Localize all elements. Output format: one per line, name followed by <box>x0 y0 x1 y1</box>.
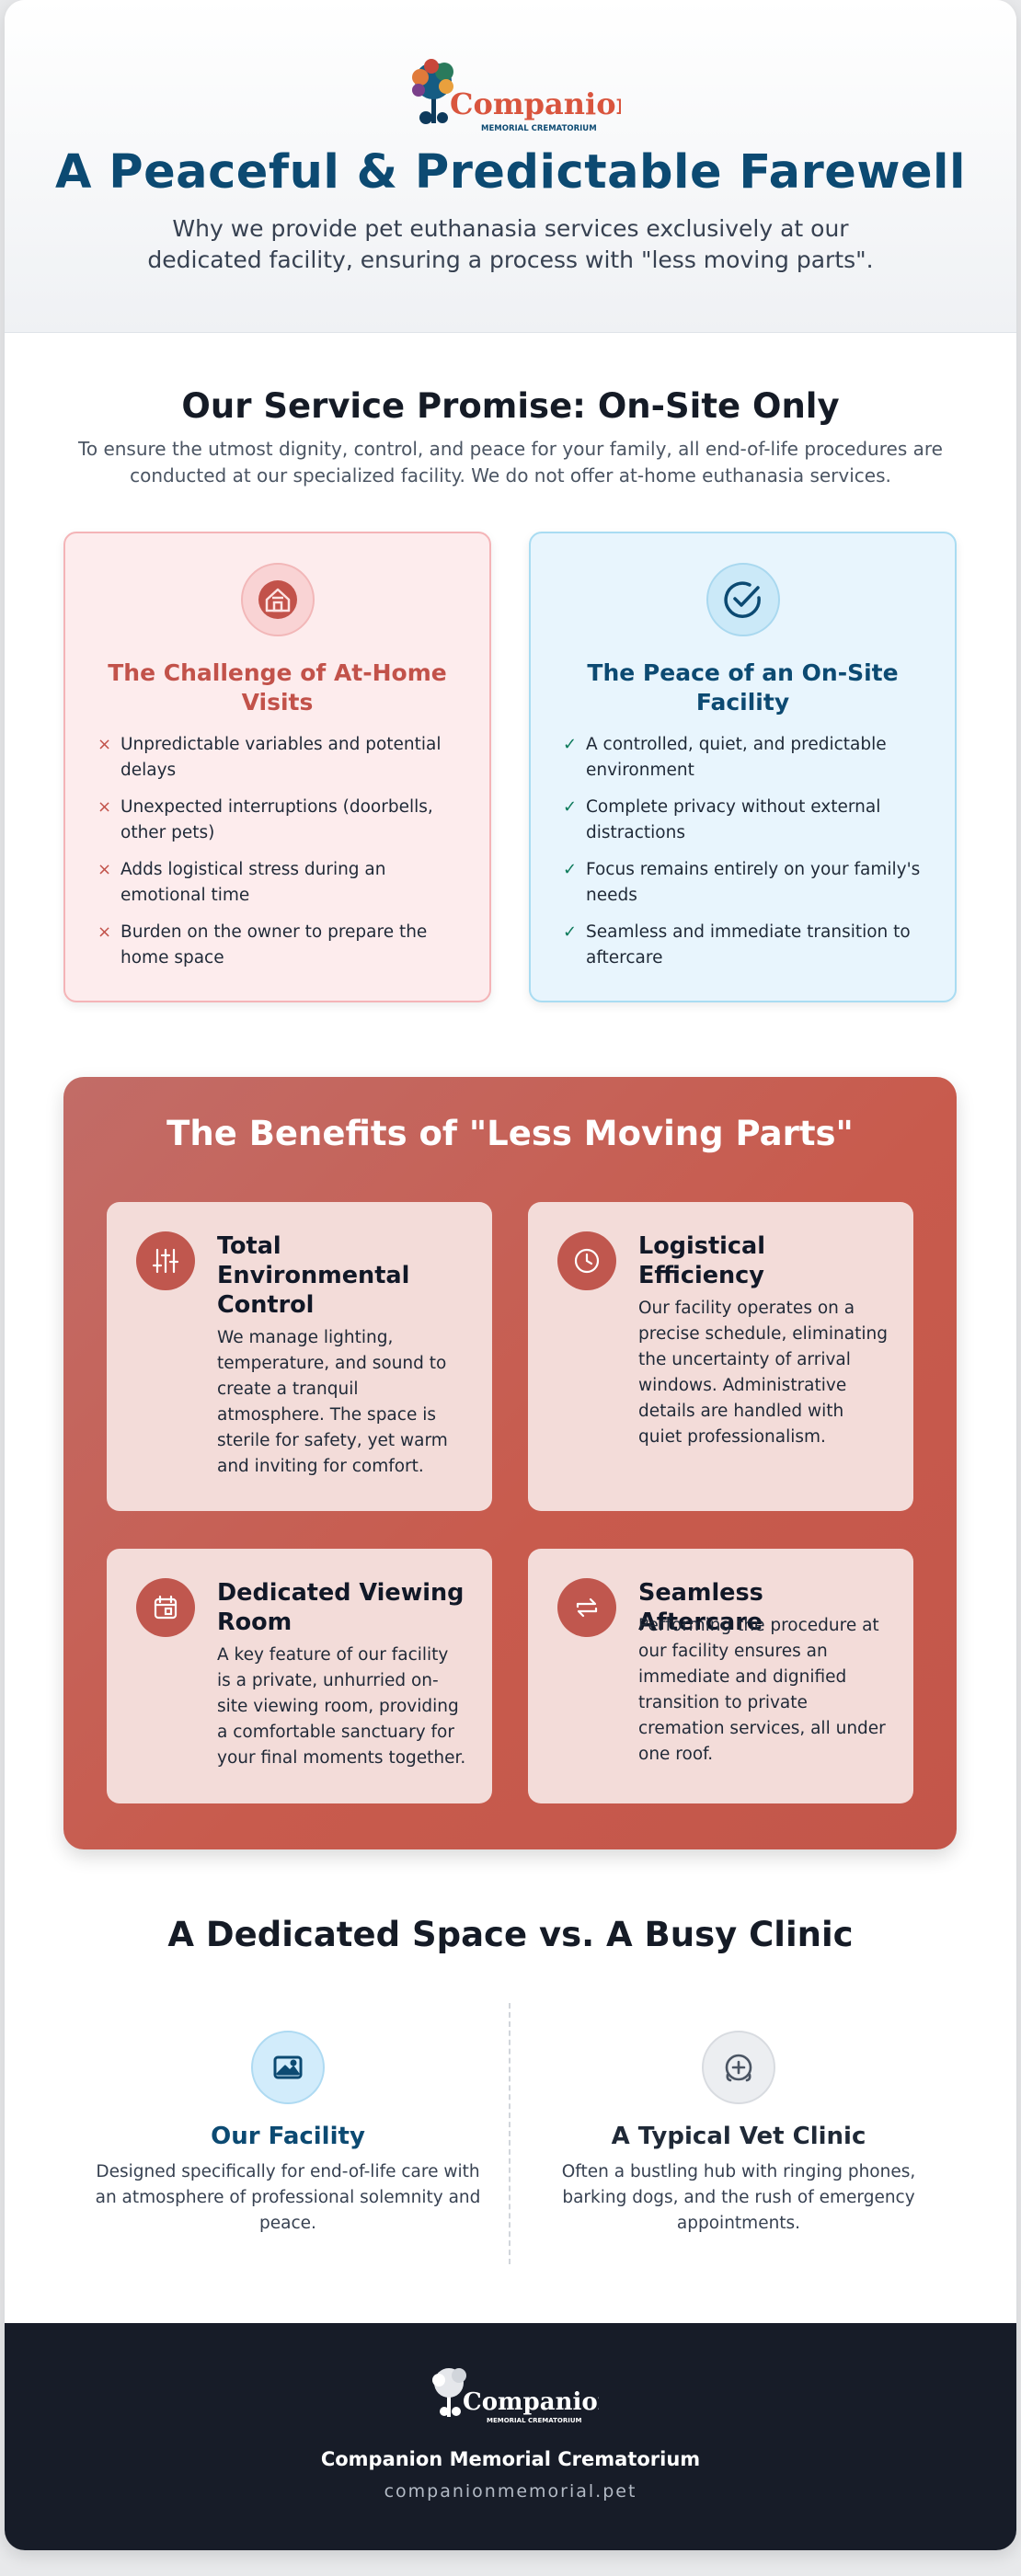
peace-title: The Peace of an On-Site Facility <box>587 659 899 716</box>
our-facility-title: Our Facility <box>211 2123 365 2150</box>
vet-clinic-column: A Typical Vet Clinic Often a bustling hu… <box>545 2031 932 2237</box>
transfer-icon <box>557 1578 616 1637</box>
benefit-text: We manage lighting, temperature, and sou… <box>217 1328 448 1476</box>
check-mark-icon: ✓ <box>563 922 578 942</box>
tree-icon <box>412 59 453 124</box>
comparison-divider <box>509 2003 510 2264</box>
list-item: ×Adds logistical stress during an emotio… <box>93 857 462 909</box>
sliders-icon <box>136 1231 195 1290</box>
benefit-title: Seamless Aftercare <box>638 1579 763 1636</box>
medical-cross-icon <box>702 2031 775 2104</box>
benefit-title: Total Environmental Control <box>217 1232 410 1319</box>
footer-logo: Companion MEMORIAL CREMATORIUM <box>422 2364 615 2428</box>
list-item: ×Burden on the owner to prepare the home… <box>93 920 462 971</box>
benefit-card: Seamless Aftercare Performing the proced… <box>528 1549 913 1803</box>
peace-list: ✓A controlled, quiet, and predictable en… <box>558 732 927 982</box>
tree-icon <box>432 2368 466 2417</box>
challenge-title: The Challenge of At-Home Visits <box>108 659 447 716</box>
svg-text:MEMORIAL CREMATORIUM: MEMORIAL CREMATORIUM <box>481 124 597 133</box>
benefit-title: Logistical Efficiency <box>638 1232 765 1289</box>
footer-website-link[interactable]: companionmemorial.pet <box>384 2481 637 2502</box>
x-mark-icon: × <box>98 735 112 754</box>
check-mark-icon: ✓ <box>563 860 578 879</box>
page: Companion MEMORIAL CREMATORIUM A Peacefu… <box>5 0 1016 2550</box>
challenge-list: ×Unpredictable variables and potential d… <box>93 732 462 982</box>
x-mark-icon: × <box>98 860 112 879</box>
vet-clinic-title: A Typical Vet Clinic <box>611 2123 866 2150</box>
check-mark-icon: ✓ <box>563 797 578 817</box>
list-item: ✓Focus remains entirely on your family's… <box>558 857 927 909</box>
promise-subtitle: To ensure the utmost dignity, control, a… <box>78 438 943 487</box>
svg-text:Companion: Companion <box>463 2388 599 2416</box>
svg-text:MEMORIAL CREMATORIUM: MEMORIAL CREMATORIUM <box>487 2417 582 2424</box>
challenge-card: The Challenge of At-Home Visits ×Unpredi… <box>63 532 491 1002</box>
vet-clinic-text: Often a bustling hub with ringing phones… <box>561 2162 916 2233</box>
check-circle-icon <box>706 563 780 636</box>
benefit-title: Dedicated Viewing Room <box>217 1579 465 1636</box>
hero-header: Companion MEMORIAL CREMATORIUM A Peacefu… <box>5 0 1016 333</box>
benefit-card: Logistical Efficiency Our facility opera… <box>528 1202 913 1511</box>
page-title: A Peaceful & Predictable Farewell <box>54 145 967 200</box>
picture-icon <box>251 2031 325 2104</box>
company-logo: Companion MEMORIAL CREMATORIUM <box>400 57 637 140</box>
x-mark-icon: × <box>98 922 112 942</box>
our-facility-text: Designed specifically for end-of-life ca… <box>95 2162 481 2233</box>
svg-text:Companion: Companion <box>450 86 621 121</box>
benefit-text: A key feature of our facility is a priva… <box>217 1645 466 1768</box>
list-item: ✓A controlled, quiet, and predictable en… <box>558 732 927 784</box>
benefit-card: Dedicated Viewing Room A key feature of … <box>107 1549 492 1803</box>
peace-card: The Peace of an On-Site Facility ✓A cont… <box>529 532 957 1002</box>
house-icon <box>240 563 315 636</box>
list-item: ×Unexpected interruptions (doorbells, ot… <box>93 795 462 846</box>
comparison-title: A Dedicated Space vs. A Busy Clinic <box>167 1915 854 1954</box>
clock-icon <box>557 1231 616 1290</box>
benefits-section: The Benefits of "Less Moving Parts" Tota… <box>63 1077 957 1849</box>
promise-title: Our Service Promise: On-Site Only <box>181 386 840 426</box>
list-item: ✓Seamless and immediate transition to af… <box>558 920 927 971</box>
benefit-card: Total Environmental Control We manage li… <box>107 1202 492 1511</box>
calendar-icon <box>136 1578 195 1637</box>
benefit-text: Performing the procedure at our facility… <box>638 1616 886 1764</box>
our-facility-column: Our Facility Designed specifically for e… <box>95 2031 481 2237</box>
x-mark-icon: × <box>98 797 112 817</box>
list-item: ✓Complete privacy without external distr… <box>558 795 927 846</box>
benefits-title: The Benefits of "Less Moving Parts" <box>166 1114 854 1153</box>
benefit-text: Our facility operates on a precise sched… <box>638 1299 888 1447</box>
list-item: ×Unpredictable variables and potential d… <box>93 732 462 784</box>
footer: Companion MEMORIAL CREMATORIUM Companion… <box>5 2323 1016 2550</box>
footer-company-name: Companion Memorial Crematorium <box>320 2448 701 2470</box>
check-mark-icon: ✓ <box>563 735 578 754</box>
page-subtitle: Why we provide pet euthanasia services e… <box>147 215 874 273</box>
